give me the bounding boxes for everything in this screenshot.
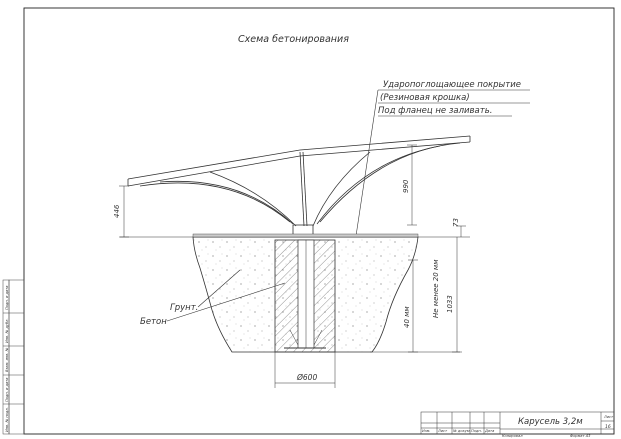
concrete-label: Бетон	[140, 317, 167, 327]
dimension-lines	[119, 144, 466, 388]
side-stamp-labels: Инв. № подл. Подп. и дата Взам. инв. № И…	[5, 286, 9, 432]
tb-col-doc: № докум.	[452, 429, 471, 433]
carousel-structure	[127, 135, 471, 237]
tb-sheet-number: 16	[605, 424, 611, 430]
sheet-frame	[23, 7, 615, 435]
carousel-rib-left-inner	[209, 171, 297, 227]
tb-sheet-label: Лист	[603, 415, 614, 419]
ground-section	[120, 233, 470, 353]
annotation-line-2: (Резиновая крошка)	[380, 93, 470, 103]
rubber-coating-layer	[192, 233, 419, 238]
dim-min-depth-2: Не менее 20 мм	[432, 259, 440, 318]
carousel-center-post	[299, 151, 305, 227]
tb-col-sign: Подп.	[471, 429, 482, 433]
side-stamp-2: Подп. и дата	[5, 378, 9, 402]
side-stamp-5: Подп. и дата	[5, 286, 9, 310]
carousel-rim	[127, 135, 471, 180]
tb-col-change: Изм.	[422, 429, 430, 433]
tb-product-name: Карусель 3,2м	[518, 417, 583, 427]
tb-format: Формат А3	[570, 434, 591, 438]
dim-pit-diameter: Ø600	[296, 373, 317, 382]
drawing-title: Схема бетонирования	[238, 34, 349, 45]
material-leaders	[166, 269, 286, 322]
annotation-line-1: Ударопоглощающее покрытие	[383, 80, 521, 90]
title-block	[420, 411, 615, 435]
tb-col-sheet: Лист	[437, 429, 448, 433]
carousel-rib-left-outer	[139, 182, 291, 223]
dim-min-depth: 40 мм	[403, 306, 411, 328]
title-block-columns: Изм. Лист № докум. Подп. Дата	[422, 429, 494, 433]
dim-post-height: 990	[402, 179, 410, 193]
carousel-rib-right-outer	[319, 142, 461, 223]
side-stamp-strip	[2, 279, 25, 435]
side-stamp-1: Инв. № подл.	[5, 407, 9, 432]
dim-seat-height: 446	[113, 204, 121, 218]
annotation-line-3: Под фланец не заливать.	[378, 106, 492, 116]
ground-label: Грунт.	[170, 303, 198, 313]
side-stamp-4: Инв. № дубл.	[5, 318, 9, 343]
tb-col-date: Дата	[484, 429, 494, 433]
annotation-leader	[355, 89, 530, 237]
tb-copied: Копировал	[502, 434, 523, 438]
side-stamp-3: Взам. инв. №	[5, 347, 9, 372]
carousel-rib-right-inner	[312, 151, 371, 227]
dim-foundation-depth: 1033	[446, 295, 454, 313]
dim-above-ground: 73	[452, 218, 460, 227]
